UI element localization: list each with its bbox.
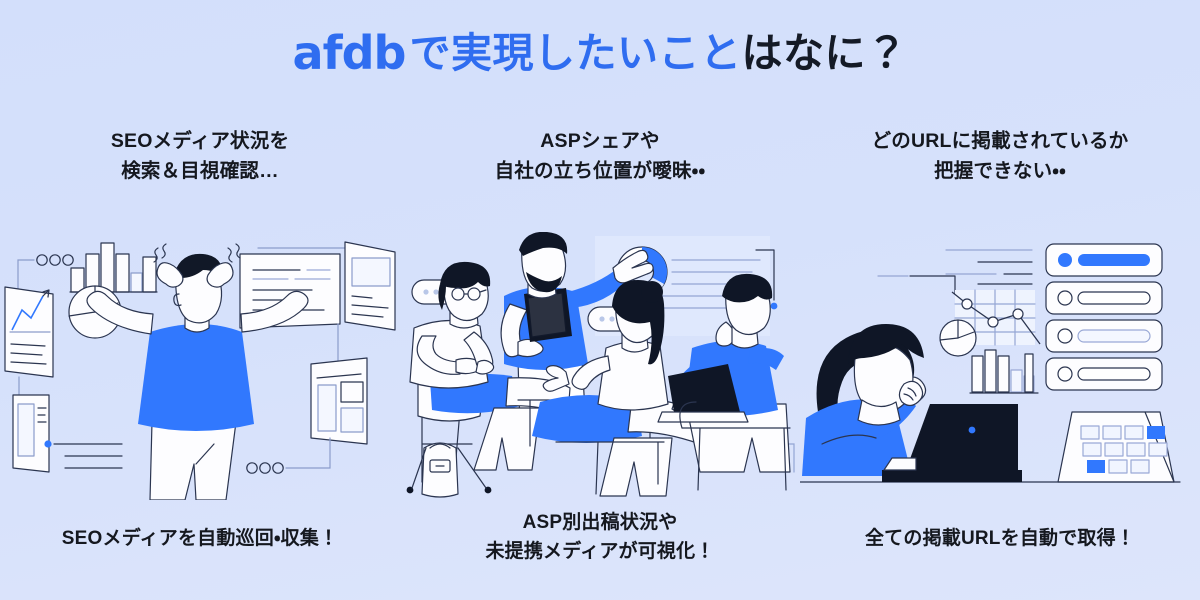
column-heading-line2: 自社の立ち位置が曖昧・・ <box>494 160 706 183</box>
column-caption-line2: 未提携メディアが可視化！ <box>485 541 715 563</box>
list-card-3 <box>1045 319 1163 353</box>
connector-top-left <box>17 254 74 295</box>
page-title-rest: はなに？ <box>741 30 908 76</box>
column-caption-line1: 全ての掲載URLを自動で取得！ <box>864 528 1136 549</box>
bar-chart-glyph <box>969 349 1039 394</box>
column-caption: 全ての掲載URLを自動で取得！ <box>800 524 1200 553</box>
column-caption: SEOメディアを自動巡回・収集！ <box>0 524 400 553</box>
wireframe-card <box>310 357 368 445</box>
calendar-glyph <box>1057 411 1175 483</box>
stressed-man-figure <box>86 243 309 500</box>
person-seated-right <box>657 273 791 473</box>
header-text-lines <box>945 249 1033 285</box>
bar-chart-glyph <box>69 242 158 293</box>
laptop-glyph <box>882 404 1022 482</box>
column-heading-line1: どのURLに掲載されているか <box>871 130 1129 152</box>
stress-squiggle-icon <box>153 243 241 263</box>
corner-bracket-decor <box>755 249 778 310</box>
document-card-lower-left <box>12 394 50 473</box>
column-caption-line1: SEOメディアを自動巡回・収集！ <box>61 528 339 549</box>
feature-column-asp-share: ASPシェアや 自社の立ち位置が曖昧・・ .m-ln{fill:none;str… <box>400 0 800 600</box>
column-heading: SEOメディア状況を 検索＆目視確認… <box>0 126 400 186</box>
illustration-stressed-man-with-documents: .ln{fill:none;stroke:#2b3550;stroke-widt… <box>0 232 400 500</box>
list-card-2 <box>1045 281 1163 315</box>
page-title: afdbで実現したいことはなに？ <box>0 30 1200 76</box>
illustration-woman-at-laptop-with-dashboard: .r-ln{fill:none;stroke:#2b3550;stroke-wi… <box>800 232 1200 500</box>
afdb-logo: afdb <box>292 26 407 80</box>
feature-column-seo-media: SEOメディア状況を 検索＆目視確認… .ln{fill:none;stroke… <box>0 0 400 600</box>
list-card-active <box>1045 243 1163 277</box>
column-heading: ASPシェアや 自社の立ち位置が曖昧・・ <box>400 126 800 186</box>
column-heading-line2: 把握できない・・ <box>934 160 1066 183</box>
page-title-highlight: で実現したいこと <box>409 30 742 76</box>
connector-bottom-right <box>246 437 331 474</box>
column-caption-line1: ASP別出稿状況や <box>522 512 678 533</box>
pie-chart-glyph <box>939 319 977 357</box>
person-seated-center <box>532 280 705 497</box>
column-heading: どのURLに掲載されているか 把握できない・・ <box>800 126 1200 186</box>
backpack-glyph <box>406 442 492 498</box>
document-card-far-right <box>344 241 396 331</box>
illustration-team-meeting-with-chart: .m-ln{fill:none;stroke:#2b3550;stroke-wi… <box>400 232 800 500</box>
tired-woman-figure <box>802 324 927 476</box>
column-heading-line2: 検索＆目視確認… <box>121 160 279 183</box>
list-card-4 <box>1045 357 1163 391</box>
column-heading-line1: ASPシェアや <box>540 130 660 152</box>
line-chart-card <box>4 286 54 378</box>
person-seated-left <box>409 261 571 483</box>
connector-text-lines <box>44 440 123 469</box>
column-heading-line1: SEOメディア状況を <box>110 130 290 152</box>
feature-column-url-tracking: どのURLに掲載されているか 把握できない・・ .r-ln{fill:none;… <box>800 0 1200 600</box>
furniture-lines <box>555 401 791 495</box>
column-caption: ASP別出稿状況や 未提携メディアが可視化！ <box>400 508 800 567</box>
